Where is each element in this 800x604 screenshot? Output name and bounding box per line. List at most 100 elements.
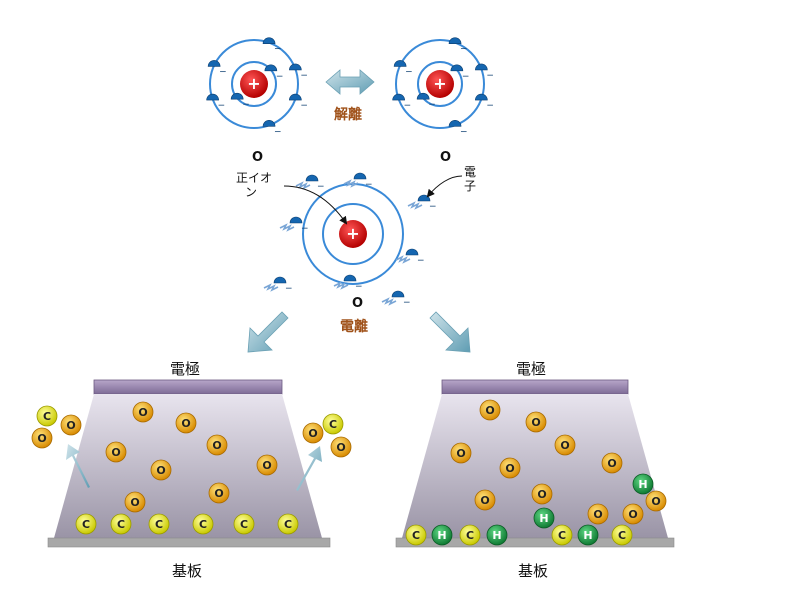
nucleus-sign: + (247, 74, 260, 93)
electron: − (343, 172, 373, 190)
oxygen-particle: O (256, 454, 278, 476)
particle-body (105, 441, 127, 463)
particle-symbol: O (37, 432, 46, 445)
particle-body (531, 483, 553, 505)
orbit-ring (395, 39, 485, 129)
nucleus (339, 220, 367, 248)
particle-body (206, 434, 228, 456)
particle-symbol: C (240, 518, 248, 531)
hydrogen-particle: H (577, 524, 599, 546)
atom-ionized: +−−−−−−−− (263, 172, 437, 308)
electron-shell (393, 60, 407, 67)
electron-sign: − (276, 72, 284, 82)
electron-shell (264, 64, 278, 72)
particle-body (645, 490, 667, 512)
oxygen-particle: O (450, 442, 472, 464)
carbon-particle: C (192, 513, 214, 535)
particle-symbol: O (485, 404, 494, 417)
electron-shell (450, 64, 464, 72)
electron-shell (230, 92, 244, 100)
electron-sign: − (486, 101, 494, 111)
oxygen-particle: O (601, 452, 623, 474)
particle-body (277, 513, 299, 535)
oxygen-particle: O (175, 412, 197, 434)
substrate-label-left: 基板 (172, 562, 203, 580)
electron-sign: − (405, 67, 413, 77)
positive-ion-pointer (283, 185, 348, 225)
particle-symbol: O (214, 487, 223, 500)
electron: − (448, 37, 468, 55)
particle-symbol: H (437, 529, 446, 542)
particle-symbol: O (560, 439, 569, 452)
electron-sign: − (355, 282, 363, 292)
oxygen-particle: O (150, 459, 172, 481)
motion-streak (279, 223, 295, 232)
escape-arrow-right (296, 446, 322, 491)
electron-shell (343, 274, 357, 282)
electron: − (333, 274, 363, 292)
particle-body (587, 503, 609, 525)
electron-shell (448, 120, 462, 127)
oxygen-particle: O (208, 482, 230, 504)
oxygen-particle: O (31, 427, 53, 449)
hydrogen-particle: H (486, 524, 508, 546)
particle-body (611, 524, 633, 546)
particle-body (632, 473, 654, 495)
electron-shell (392, 93, 405, 101)
hydrogen-particle: H (431, 524, 453, 546)
oxygen-label-middle: O (352, 296, 364, 311)
electron: − (289, 93, 308, 111)
electron-sign: − (460, 45, 468, 55)
particle-symbol: H (492, 529, 501, 542)
carbon-particle: C (233, 513, 255, 535)
oxygen-particle: O (525, 411, 547, 433)
dissociation-label: 解離 (334, 107, 362, 123)
nucleus (240, 70, 268, 98)
particle-body (601, 452, 623, 474)
motion-streak (295, 181, 311, 190)
flow-arrow-right (429, 311, 471, 353)
particle-symbol: O (505, 462, 514, 475)
particle-symbol: O (456, 447, 465, 460)
particle-symbol: O (531, 416, 540, 429)
electrode-plate-left (93, 379, 283, 395)
electron-sign: − (285, 284, 293, 294)
nucleus (426, 70, 454, 98)
oxygen-particle: O (124, 491, 146, 513)
positive-ion-label-line1: 正イオ (236, 171, 273, 185)
oxygen-particle: O (554, 434, 576, 456)
particle-symbol: O (111, 446, 120, 459)
particle-symbol: O (308, 427, 317, 440)
particle-body (150, 459, 172, 481)
particle-symbol: O (628, 508, 637, 521)
substrate-plate-right (395, 537, 675, 548)
carbon-particle: C (148, 513, 170, 535)
electron: − (393, 60, 413, 77)
electrode-plate-right (441, 379, 629, 395)
particle-symbol: C (618, 529, 626, 542)
oxygen-particle: O (474, 489, 496, 511)
particle-body (132, 401, 154, 423)
particle-symbol: O (651, 495, 660, 508)
oxygen-particle: O (645, 490, 667, 512)
flow-arrow-left (247, 311, 289, 353)
particle-symbol: O (212, 439, 221, 452)
electron-sign: − (460, 127, 468, 137)
motion-streak (395, 255, 411, 264)
ionization-label: 電離 (340, 319, 368, 335)
particle-body (302, 422, 324, 444)
particle-symbol: C (82, 518, 90, 531)
escape-arrow-left (66, 444, 90, 488)
oxygen-particle: O (132, 401, 154, 423)
electron: − (395, 248, 425, 266)
orbit-ring (231, 61, 277, 107)
electron-shell (289, 93, 302, 101)
particle-symbol: C (43, 410, 51, 423)
electron-sign: − (428, 100, 436, 110)
orbit-ring (322, 203, 384, 265)
oxygen-particle: O (105, 441, 127, 463)
nucleus-sign: + (346, 224, 359, 243)
electron-shell (273, 276, 287, 284)
